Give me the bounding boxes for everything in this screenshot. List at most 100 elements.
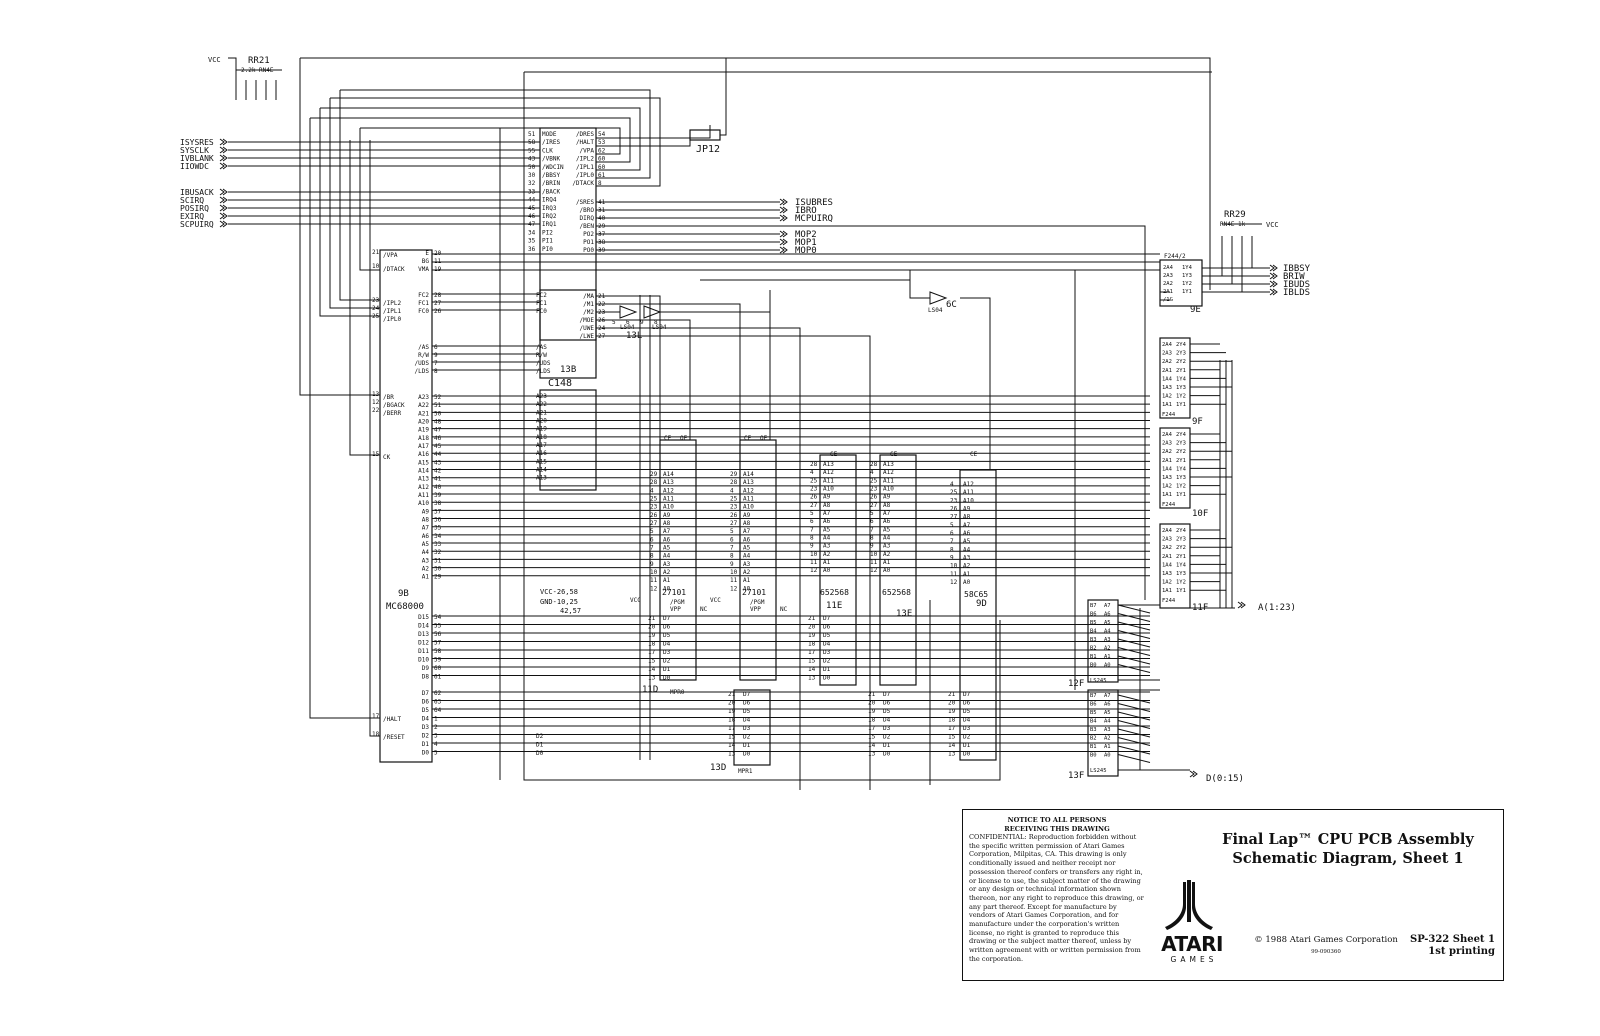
input-signal-label: POSIRQ xyxy=(180,204,209,213)
pal-pin-label: IRQ4 xyxy=(542,197,557,204)
memory-pin-label: A6 xyxy=(883,518,891,525)
buffer-pin-label: 2Y4 xyxy=(1176,432,1187,438)
memory-pin-label: A4 xyxy=(743,553,751,560)
memory-pin-number: 26 xyxy=(730,512,738,519)
memory-pin-number: 26 xyxy=(950,506,958,513)
cpu-pin-label: /LDS xyxy=(415,368,430,375)
cpu-pin-number: 44 xyxy=(434,451,442,458)
cpu-pin-label: A17 xyxy=(418,443,429,450)
vcc-label: VCC xyxy=(208,56,221,64)
input-connector xyxy=(219,188,228,196)
memory-11d-label: MPR0 xyxy=(670,689,685,696)
pal-pin-label: D2 xyxy=(536,733,544,740)
cpu-pin-label: D2 xyxy=(422,733,430,740)
pal-pin-label: PO1 xyxy=(583,239,594,246)
memory-pin-number: 7 xyxy=(730,545,734,552)
output-connector xyxy=(779,214,788,222)
memory-pin-label: D4 xyxy=(823,641,831,648)
buffer-pin-label: A2 xyxy=(1104,646,1111,652)
memory-pin-label: A4 xyxy=(823,535,831,542)
buffer-pin-label: 2A1 xyxy=(1162,458,1172,464)
pal-pin-label: A15 xyxy=(536,458,547,465)
memory-ctrl-label: CE xyxy=(970,451,978,458)
cpu-pin-label: D8 xyxy=(422,674,430,681)
buffer-pin-label: A3 xyxy=(1104,637,1111,643)
memory-pin-label: A3 xyxy=(743,561,751,568)
pal-pin-label: A19 xyxy=(536,426,547,433)
pal-pin-label: PI2 xyxy=(542,229,553,236)
memory-pin-number: 20 xyxy=(808,624,816,631)
buffer-pin-label: 2A4 xyxy=(1162,432,1173,438)
cpu-pin-number: 55 xyxy=(434,623,442,630)
cpu-pin-number: 6 xyxy=(434,344,438,351)
cpu-pin-label: A18 xyxy=(418,435,429,442)
memory-pin-number: 20 xyxy=(648,624,656,631)
buffer-pin-label: 1A2 xyxy=(1162,484,1172,490)
cpu-pin-number: 30 xyxy=(434,566,442,573)
memory-pin-number: 27 xyxy=(650,520,658,527)
pal-pin-label: /AS xyxy=(536,344,547,351)
notice-heading-2: RECEIVING THIS DRAWING xyxy=(1004,824,1110,833)
memory-pin-number: 26 xyxy=(870,494,878,501)
buffer-pin-label: 1A1 xyxy=(1162,402,1172,408)
memory-pin-number: 27 xyxy=(950,514,958,521)
buffer-pin-label: 2Y4 xyxy=(1176,528,1187,534)
pal-pin-label: D0 xyxy=(536,750,544,757)
cpu-pin-label: D4 xyxy=(422,716,430,723)
memory-pin-label: A13 xyxy=(823,461,834,468)
memory-ctrl-label: CE xyxy=(664,435,672,442)
pal-pin-label: /BRO xyxy=(580,207,595,214)
memory-pin-label: A3 xyxy=(823,543,831,550)
pal-pin-number: 36 xyxy=(528,246,536,253)
cpu-pin-number: 18 xyxy=(372,731,380,738)
memory-pin-number: 6 xyxy=(650,536,654,543)
cpu-part: MC68000 xyxy=(386,602,424,612)
memory-ctrl-label: CE xyxy=(744,435,752,442)
pal-pin-label: A16 xyxy=(536,450,547,457)
buffer-pin-label: 2Y2 xyxy=(1176,545,1186,551)
memory-11d-part: 27101 xyxy=(662,588,686,597)
buffer-pin-label: B1 xyxy=(1090,654,1097,660)
cpu-pin-label: A21 xyxy=(418,410,429,417)
memory-pin-number: 25 xyxy=(730,496,738,503)
cpu-pin-label: /AS xyxy=(418,344,429,351)
buffer-pin-label: A7 xyxy=(1104,693,1111,699)
pal-pin-number: 58 xyxy=(528,139,536,146)
cpu-pin-number: 3 xyxy=(434,733,438,740)
buffer-output-wire xyxy=(1117,745,1151,755)
memory-pin-label: A6 xyxy=(963,530,971,537)
memory-pin-label: A8 xyxy=(883,502,891,509)
cpu-pin-label: /VPA xyxy=(383,252,398,259)
memory-ctrl-label: CE xyxy=(890,451,898,458)
pal-pin-label: IRQ1 xyxy=(542,221,557,228)
pal-pin-label: A13 xyxy=(536,475,547,482)
memory-pin-number: 27 xyxy=(810,502,818,509)
cpu-pin-number: 46 xyxy=(434,435,442,442)
buffer-pin-label: 1A4 xyxy=(1162,376,1173,382)
cpu-pin-label: A19 xyxy=(418,427,429,434)
memory-pin-number: 17 xyxy=(648,649,656,656)
memory-pin-number: 17 xyxy=(868,725,876,732)
buffer-pin-label: A5 xyxy=(1104,710,1111,716)
cpu-pin-label: D14 xyxy=(418,623,429,630)
memory-pin-label: D3 xyxy=(883,725,891,732)
memory-pin-number: 15 xyxy=(648,658,656,665)
pal-pin-label: /MA xyxy=(583,293,594,300)
memory-pin-label: A12 xyxy=(963,481,974,488)
memory-pin-label: A9 xyxy=(883,494,891,501)
input-signal-label: EXIRQ xyxy=(180,212,204,221)
buffer-pin-label: 1A1 xyxy=(1162,492,1172,498)
memory-pin-number: 20 xyxy=(948,700,956,707)
pal-pin-number: 23 xyxy=(598,309,606,316)
buffer-pin-label: 2A3 xyxy=(1162,441,1172,447)
cpu-pin-label: A7 xyxy=(422,525,430,532)
input-connector xyxy=(219,220,228,228)
cpu-pin-number: 39 xyxy=(434,492,442,499)
power-note-gnd: GND-10,25 xyxy=(540,598,578,606)
pal-pin-label: PO0 xyxy=(583,247,594,254)
schematic-labels: VCC RR21 2.2k RN4E RR29 RN4E 1k VCC JP12… xyxy=(208,56,1296,784)
cpu-pin-label: VMA xyxy=(418,266,429,273)
title-block: NOTICE TO ALL PERSONS RECEIVING THIS DRA… xyxy=(962,809,1504,981)
pal-pin-label: FC2 xyxy=(536,292,547,299)
memory-pin-number: 12 xyxy=(950,579,958,586)
